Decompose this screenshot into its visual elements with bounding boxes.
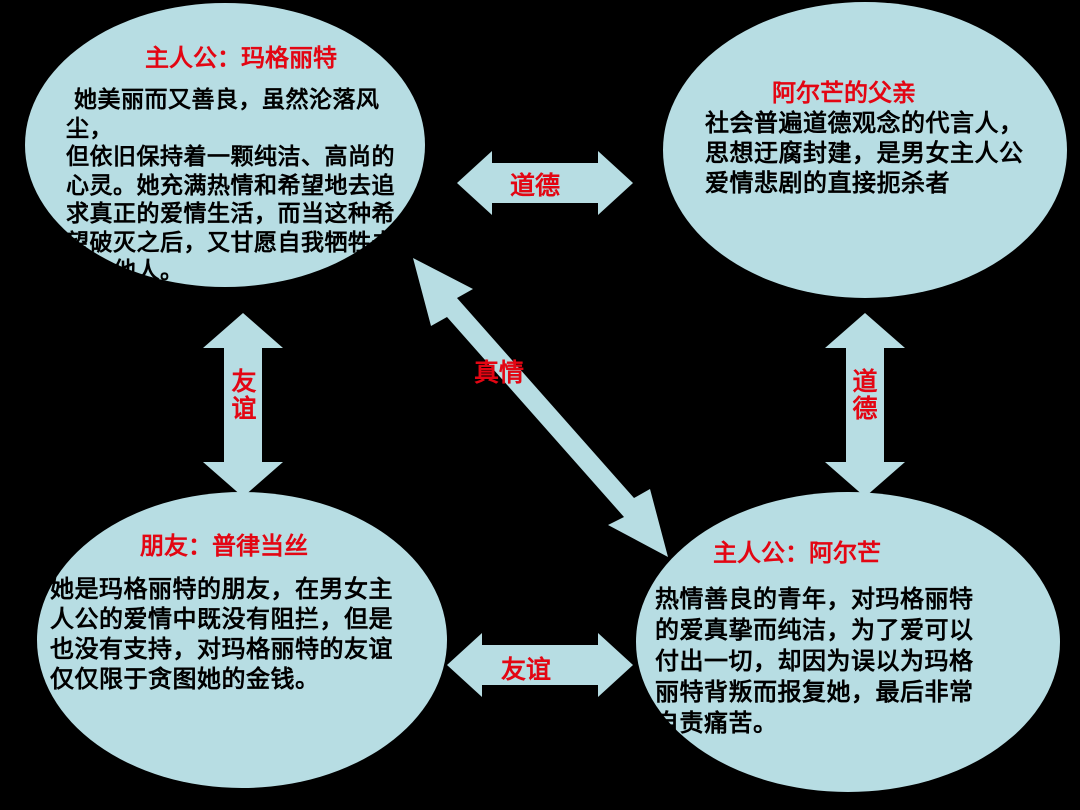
node-armand-father-text: 社会普遍道德观念的代言人， 思想迂腐封建，是男女主人公 爱情悲剧的直接扼杀者	[705, 108, 1024, 197]
relation-label-bottom: 友谊	[501, 655, 552, 684]
arrow-left-vertical	[203, 313, 283, 497]
arrow-diagonal	[413, 258, 668, 557]
arrow-bottom-horizontal	[447, 633, 633, 697]
relation-label-right: 道德	[852, 367, 878, 423]
node-armand-title: 主人公：阿尔芒	[713, 538, 881, 567]
node-armand-ellipse	[636, 492, 1060, 792]
node-prudence-ellipse	[37, 492, 447, 788]
node-armand-father-ellipse	[663, 2, 1067, 298]
node-margaret-text: 她美丽而又善良，虽然沦落风尘， 但依旧保持着一颗纯洁、高尚的 心灵。她充满热情和…	[66, 86, 395, 284]
node-armand-father-title: 阿尔芒的父亲	[772, 78, 916, 107]
node-margaret-ellipse	[25, 3, 425, 287]
node-prudence-text: 她是玛格丽特的朋友，在男女主 人公的爱情中既没有阻拦，但是 也没有支持，对玛格丽…	[50, 574, 393, 693]
arrow-right-vertical	[825, 313, 905, 497]
relation-label-top: 道德	[510, 171, 561, 200]
node-prudence-title: 朋友：普律当丝	[140, 531, 308, 560]
relation-label-left: 友谊	[231, 367, 257, 423]
relation-label-diagonal: 真情	[474, 358, 525, 387]
node-margaret-title: 主人公：玛格丽特	[145, 43, 337, 72]
arrow-top-horizontal	[457, 151, 633, 215]
node-armand-text: 热情善良的青年，对玛格丽特 的爱真挚而纯洁，为了爱可以 付出一切，却因为误以为玛…	[655, 584, 974, 737]
